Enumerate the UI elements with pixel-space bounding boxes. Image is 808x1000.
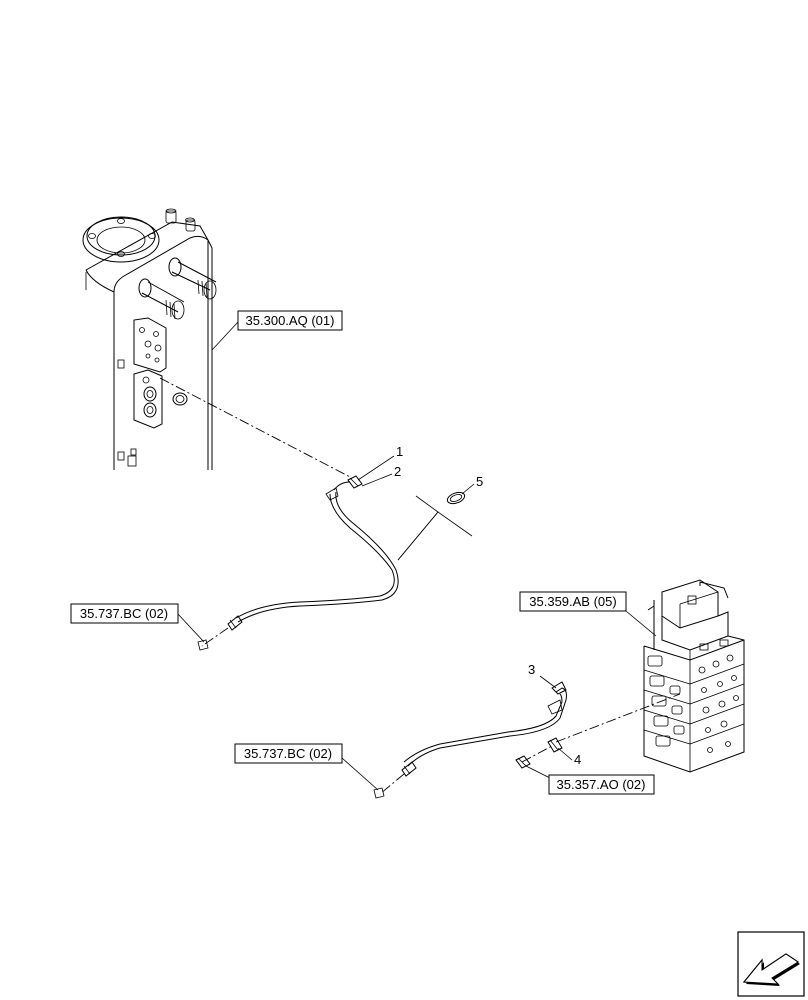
upper-hose-centerline (201, 627, 229, 647)
adapter-fitting-icon (547, 737, 563, 753)
tank-ref-box[interactable]: 35.300.AQ (01) (237, 310, 343, 331)
elbow-fitting-icon (347, 475, 363, 489)
svg-text:3: 3 (528, 662, 535, 677)
fitting-ref-leader (525, 765, 551, 779)
svg-text:2: 2 (394, 464, 401, 479)
hydraulic-tank (82, 208, 217, 470)
plug-fitting-icon (515, 755, 531, 769)
tank-ref-label: 35.300.AQ (01) (246, 313, 335, 328)
arrow-left-icon[interactable] (737, 931, 805, 997)
o-ring-icon (446, 491, 466, 505)
upper-hose-ref-leader (177, 613, 205, 643)
control-valve (643, 579, 745, 773)
hose-bracket-line-2 (397, 511, 473, 561)
valve-ref-leader (625, 610, 657, 637)
lower-hose (401, 681, 567, 777)
callout-1[interactable]: 1 (357, 444, 403, 481)
upper-hose (227, 475, 399, 631)
tank-ref-leader (211, 321, 239, 351)
upper-port-icon (168, 257, 217, 300)
fitting-ref-box[interactable]: 35.357.AO (02) (548, 774, 655, 795)
fitting-ref-label: 35.357.AO (02) (557, 777, 646, 792)
svg-text:5: 5 (476, 474, 483, 489)
upper-hose-ref-label: 35.737.BC (02) (80, 606, 168, 621)
lower-hose-centerline (379, 773, 405, 795)
lower-port-icon (138, 278, 185, 320)
fitting-centerline (521, 745, 553, 763)
callout-3[interactable]: 3 (528, 662, 557, 689)
lower-hose-ref-leader (341, 757, 379, 791)
upper-hose-ref-box[interactable]: 35.737.BC (02) (70, 603, 179, 624)
valve-ref-box[interactable]: 35.359.AB (05) (519, 591, 627, 612)
valve-ref-label: 35.359.AB (05) (529, 594, 616, 609)
hose-bracket-line (397, 495, 439, 561)
svg-text:4: 4 (574, 752, 581, 767)
lower-hose-end-icon (373, 787, 385, 799)
upper-hose-end-icon (197, 639, 209, 651)
callout-4[interactable]: 4 (557, 747, 581, 767)
callout-2[interactable]: 2 (361, 464, 401, 487)
tank-centerline (159, 377, 353, 479)
lower-hose-ref-label: 35.737.BC (02) (244, 746, 332, 761)
callout-5[interactable]: 5 (461, 474, 483, 495)
lower-hose-ref-box[interactable]: 35.737.BC (02) (234, 743, 343, 764)
svg-text:1: 1 (396, 444, 403, 459)
valve-centerline (555, 693, 681, 743)
